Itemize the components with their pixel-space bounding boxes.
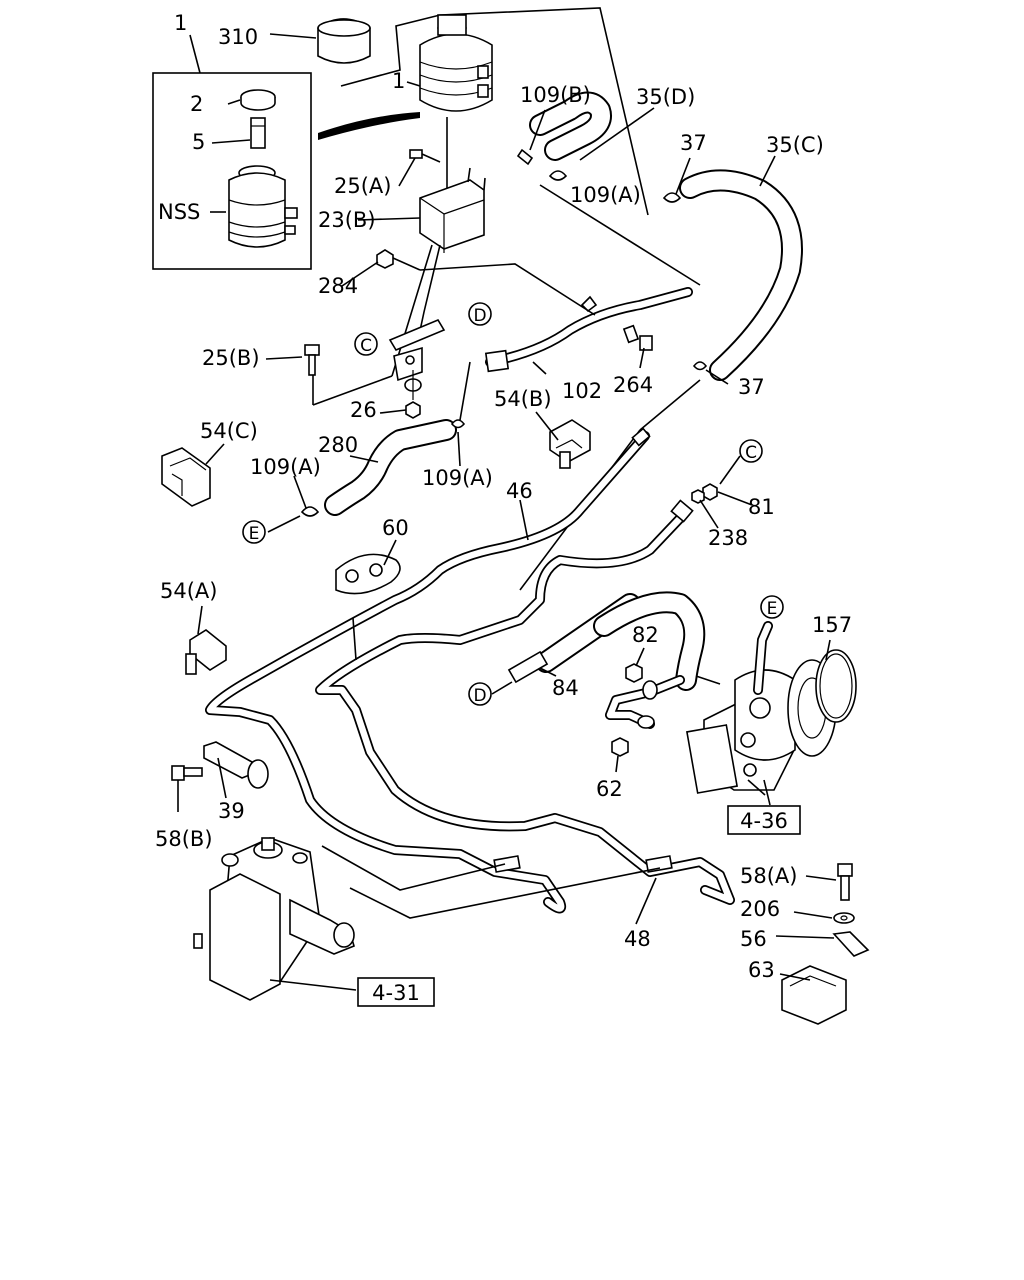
steering-gear xyxy=(193,837,357,1001)
label-p62: 62 xyxy=(596,777,623,801)
bracket-39 xyxy=(171,741,269,812)
ref-4-36-label: 4-36 xyxy=(740,809,788,833)
leader-lines xyxy=(197,81,831,925)
kit-box xyxy=(152,34,420,270)
upper-hoses xyxy=(419,91,803,591)
label-p284: 284 xyxy=(318,274,358,298)
label-p238: 238 xyxy=(708,526,748,550)
marker-e-left: E xyxy=(242,520,266,544)
label-p56: 56 xyxy=(740,927,767,951)
marker-e-pump-label: E xyxy=(767,599,778,619)
label-nss: NSS xyxy=(158,200,200,224)
marker-e-pump: E xyxy=(760,595,784,619)
label-p25a: 25(A) xyxy=(334,174,391,198)
label-p109b: 109(B) xyxy=(520,83,591,107)
label-p206: 206 xyxy=(740,897,780,921)
label-p5: 5 xyxy=(192,130,205,154)
label-p23b: 23(B) xyxy=(318,208,376,232)
marker-e-left-label: E xyxy=(249,524,260,544)
label-p63: 63 xyxy=(748,958,775,982)
label-p2: 2 xyxy=(190,92,203,116)
label-p82: 82 xyxy=(632,623,659,647)
label-p54a: 54(A) xyxy=(160,579,217,603)
marker-c-top: C xyxy=(354,332,378,356)
marker-c-right: C xyxy=(739,439,763,463)
ref-4-36-box[interactable]: 4-36 xyxy=(727,805,801,835)
label-p46: 46 xyxy=(506,479,533,503)
label-p48: 48 xyxy=(624,927,651,951)
mid-parts xyxy=(161,419,718,675)
label-p109a-mid: 109(A) xyxy=(422,466,493,490)
pressure-pipes xyxy=(205,427,735,919)
bottom-right-hardware xyxy=(775,863,870,1025)
marker-d-top: D xyxy=(468,302,492,326)
label-p37-top: 37 xyxy=(680,131,707,155)
label-p109a-top: 109(A) xyxy=(570,183,641,207)
label-p81: 81 xyxy=(748,495,775,519)
marker-c-top-label: C xyxy=(360,336,372,356)
pump-area xyxy=(507,591,857,806)
label-p58a: 58(A) xyxy=(740,864,797,888)
marker-d-bottom: D xyxy=(468,682,492,706)
label-p25b: 25(B) xyxy=(202,346,260,370)
label-p280: 280 xyxy=(318,433,358,457)
ref-4-31-box[interactable]: 4-31 xyxy=(357,977,435,1007)
label-p310: 310 xyxy=(218,25,258,49)
label-p1: 1 xyxy=(392,69,405,93)
label-p58b: 58(B) xyxy=(155,827,213,851)
part-labels: 1 310 1 2 5 NSS 109(B) 35(D) 37 35(C) 25… xyxy=(155,11,852,982)
label-p35d: 35(D) xyxy=(636,85,695,109)
marker-d-top-label: D xyxy=(473,306,486,326)
label-p54b: 54(B) xyxy=(494,387,552,411)
label-p264: 264 xyxy=(613,373,653,397)
ref-4-31-label: 4-31 xyxy=(372,981,420,1005)
label-p1-kit: 1 xyxy=(174,11,187,35)
marker-c-right-label: C xyxy=(745,443,757,463)
marker-d-bottom-label: D xyxy=(473,686,486,706)
label-p84: 84 xyxy=(552,676,579,700)
label-p39: 39 xyxy=(218,799,245,823)
reservoir-assembly xyxy=(269,7,649,216)
label-p109a-left: 109(A) xyxy=(250,455,321,479)
bracket-23b xyxy=(304,149,486,419)
label-p35c: 35(C) xyxy=(766,133,824,157)
label-p157: 157 xyxy=(812,613,852,637)
label-p37-mid: 37 xyxy=(738,375,765,399)
label-p102: 102 xyxy=(562,379,602,403)
label-p60: 60 xyxy=(382,516,409,540)
label-p26: 26 xyxy=(350,398,377,422)
label-p54c: 54(C) xyxy=(200,419,258,443)
